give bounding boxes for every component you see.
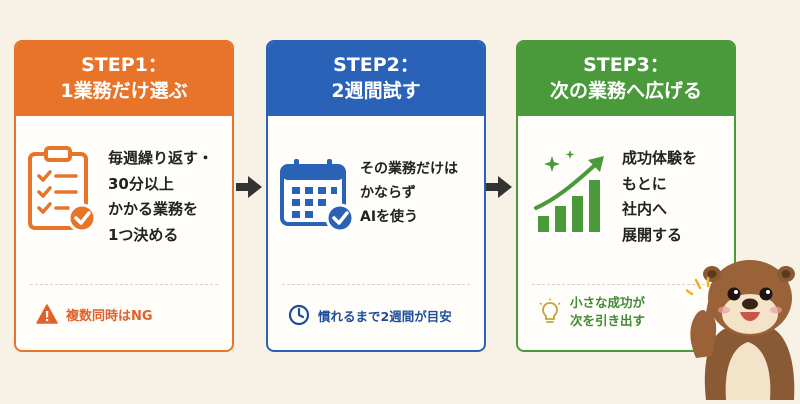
step1-title: STEP1： <box>81 54 167 77</box>
step2-title: STEP2： <box>333 54 419 77</box>
step3-subtitle: 次の業務へ広げる <box>549 80 702 102</box>
step1-card: STEP1： 1業務だけ選ぶ 毎週繰り返す・ 30分以上 かかる業務を 1つ決め… <box>14 40 234 352</box>
step3-card: STEP3： 次の業務へ広げる 成功体験を もとに 社内へ 展開する <box>516 40 736 352</box>
step2-card: STEP2： 2週間試す その業務だけは かならず AIを使う <box>266 40 486 352</box>
step2-note: 慣れるまで2週間が目安 <box>288 304 452 326</box>
step3-header: STEP3： 次の業務へ広げる <box>518 42 734 116</box>
step1-description: 毎週繰り返す・ 30分以上 かかる業務を 1つ決める <box>108 149 214 244</box>
arrow-right-icon <box>486 174 514 204</box>
step3-description: 成功体験を もとに 社内へ 展開する <box>622 149 698 244</box>
step2-subtitle: 2週間試す <box>331 80 421 102</box>
warning-icon <box>36 304 58 324</box>
step1-subtitle: 1業務だけ選ぶ <box>60 80 188 102</box>
lightbulb-icon <box>538 298 562 326</box>
step1-note: 複数同時はNG <box>36 304 153 324</box>
calendar-check-icon <box>278 156 356 240</box>
otter-mascot-icon <box>684 244 800 404</box>
step3-note: 小さな成功が 次を引き出す <box>538 294 645 329</box>
step2-header: STEP2： 2週間試す <box>268 42 484 116</box>
clipboard-checklist-icon <box>26 144 98 240</box>
step2-divider <box>282 284 470 285</box>
step3-title: STEP3： <box>583 54 669 77</box>
step3-divider <box>532 284 720 285</box>
step1-header: STEP1： 1業務だけ選ぶ <box>16 42 232 116</box>
clock-icon <box>288 304 310 326</box>
step1-divider <box>30 284 218 285</box>
step2-description: その業務だけは かならず AIを使う <box>360 161 458 225</box>
growth-chart-icon <box>530 150 616 244</box>
arrow-right-icon <box>236 174 264 204</box>
